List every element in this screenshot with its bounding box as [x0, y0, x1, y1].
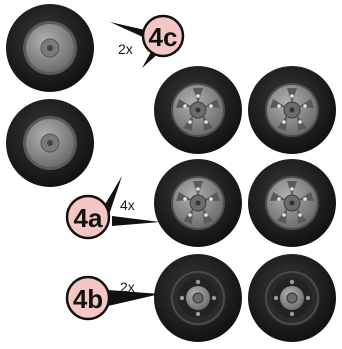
callout-label-4c: 4c — [149, 22, 178, 52]
wheel-spoked-hub — [154, 159, 242, 247]
callout-label-4b: 4b — [73, 284, 103, 314]
quantity-label-4c: 2x — [118, 41, 133, 57]
quantity-label-4b: 2x — [120, 279, 135, 295]
wheel-hubcap — [154, 254, 242, 342]
wheel-plain-hub — [6, 99, 94, 187]
wheel-group-4b: 4b 2x — [67, 254, 336, 342]
wheel-spoked-hub — [154, 66, 242, 154]
wheel-spoked-hub — [248, 159, 336, 247]
wheel-spoked-hub — [248, 66, 336, 154]
callout-pointer-4c-up — [110, 22, 145, 38]
callout-pointer-4a-right — [112, 216, 160, 226]
wheel-hubcap — [248, 254, 336, 342]
quantity-label-4a: 4x — [120, 197, 135, 213]
wheel-group-4c: 4c 2x — [6, 4, 183, 187]
wheel-plain-hub — [6, 4, 94, 92]
wheel-group-4a: 4a 4x — [67, 66, 336, 247]
callout-label-4a: 4a — [74, 203, 103, 233]
